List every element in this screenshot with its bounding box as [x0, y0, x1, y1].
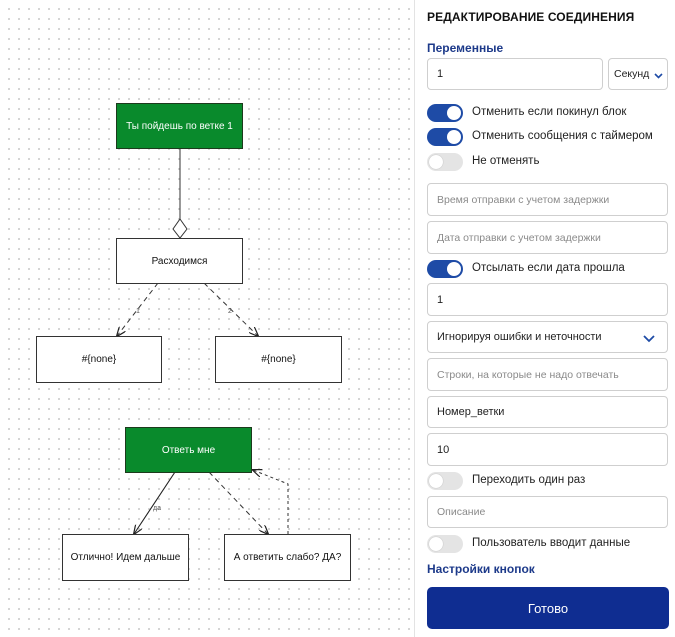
flow-node[interactable]: #{none}	[36, 336, 162, 383]
time-unit-value: Секунд	[614, 68, 650, 80]
branch-1-edge[interactable]	[117, 282, 159, 336]
flow-node[interactable]: #{none}	[215, 336, 342, 383]
skip-lines-placeholder: Строки, на которые не надо отвечать	[437, 368, 619, 381]
flow-node[interactable]: Отлично! Идем дальше	[62, 534, 189, 581]
cancel-timer-label: Отменить сообщения с таймером	[472, 130, 653, 142]
diamond-marker	[172, 218, 188, 239]
edge-label-yes: да	[153, 505, 161, 512]
send-date-placeholder: Дата отправки с учетом задержки	[437, 231, 601, 244]
connections-layer: 1 2 да	[0, 149, 289, 637]
cancel-left-toggle[interactable]	[427, 104, 463, 122]
dashed-edge-down[interactable]	[208, 471, 268, 534]
edge-label-1: 1	[136, 308, 140, 315]
branch-variable-input[interactable]: Номер_ветки	[427, 396, 668, 428]
branch-2-edge[interactable]	[203, 282, 258, 336]
cancel-timer-toggle[interactable]	[427, 128, 463, 146]
cancel-left-label: Отменить если покинул блок	[472, 106, 627, 118]
send-date-input[interactable]: Дата отправки с учетом задержки	[427, 221, 668, 254]
go-once-label: Переходить один раз	[472, 474, 586, 486]
chevron-down-icon	[654, 73, 663, 79]
user-input-toggle[interactable]	[427, 535, 463, 553]
no-cancel-label: Не отменять	[472, 155, 540, 167]
value-input[interactable]: 10	[427, 433, 668, 466]
send-past-toggle[interactable]	[427, 260, 463, 278]
yes-edge[interactable]	[134, 471, 176, 534]
send-time-placeholder: Время отправки с учетом задержки	[437, 193, 610, 206]
variables-label: Переменные	[427, 41, 504, 55]
description-input[interactable]: Описание	[427, 496, 668, 528]
connection-edit-panel: РЕДАКТИРОВАНИЕ СОЕДИНЕНИЯ Переменные 1 С…	[415, 0, 675, 637]
branch-variable-value: Номер_ветки	[437, 406, 505, 418]
send-past-label: Отсылать если дата прошла	[472, 262, 625, 274]
error-mode-value: Игнорируя ошибки и неточности	[437, 331, 602, 343]
count-input[interactable]: 1	[427, 283, 668, 316]
flow-canvas[interactable]: 1 2 да Ты пойдешь по ветке 1 Расходимся …	[0, 0, 414, 637]
done-button[interactable]: Готово	[427, 587, 669, 629]
flow-node[interactable]: А ответить слабо? ДА?	[224, 534, 351, 581]
flow-node[interactable]: Ты пойдешь по ветке 1	[116, 103, 243, 149]
user-input-label: Пользователь вводит данные	[472, 537, 631, 549]
panel-title: РЕДАКТИРОВАНИЕ СОЕДИНЕНИЯ	[427, 10, 635, 24]
delay-value: 1	[437, 68, 444, 80]
error-mode-select[interactable]: Игнорируя ошибки и неточности	[427, 321, 668, 353]
no-cancel-toggle[interactable]	[427, 153, 463, 171]
skip-lines-input[interactable]: Строки, на которые не надо отвечать	[427, 358, 668, 391]
flow-node[interactable]: Расходимся	[116, 238, 243, 284]
go-once-toggle[interactable]	[427, 472, 463, 490]
chevron-down-icon	[643, 335, 655, 343]
panel-divider	[414, 0, 415, 637]
count-value: 1	[437, 293, 444, 306]
edge-label-2: 2	[228, 308, 232, 315]
dashed-edge-back[interactable]	[253, 470, 289, 534]
send-time-input[interactable]: Время отправки с учетом задержки	[427, 183, 668, 216]
button-settings-link[interactable]: Настройки кнопок	[427, 562, 535, 576]
value-input-value: 10	[437, 443, 450, 456]
time-unit-select[interactable]: Секунд	[608, 58, 668, 90]
flow-node[interactable]: Ответь мне	[125, 427, 252, 473]
delay-input[interactable]: 1	[427, 58, 603, 90]
description-placeholder: Описание	[437, 506, 486, 518]
